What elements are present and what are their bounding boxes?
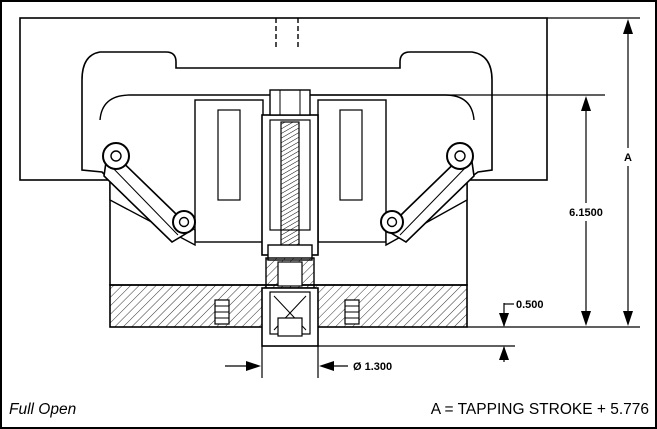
right-toggle-link xyxy=(384,146,475,244)
dimension-diameter xyxy=(225,346,348,378)
dimension-height-label: 6.1500 xyxy=(569,207,603,219)
state-caption: Full Open xyxy=(9,401,76,418)
dimension-a-label: A xyxy=(624,152,632,164)
right-upper-pivot xyxy=(446,142,474,170)
left-base-screw xyxy=(214,299,230,325)
dimension-diameter-label: Ø 1.300 xyxy=(353,361,392,373)
dimension-offset-label: 0.500 xyxy=(516,299,544,311)
right-lower-pivot xyxy=(380,210,404,234)
dimension-offset xyxy=(318,303,515,362)
dimension-a-label-bg xyxy=(616,148,640,166)
threaded-spindle xyxy=(280,121,300,248)
left-lower-pivot xyxy=(172,210,196,234)
formula-caption: A = TAPPING STROKE + 5.776 xyxy=(431,401,649,418)
left-toggle-link xyxy=(103,146,194,244)
spindle-top-cap xyxy=(269,89,311,116)
right-slot xyxy=(339,109,363,201)
tap-holder-core xyxy=(277,261,303,287)
dimension-a xyxy=(467,17,640,328)
dimension-height-label-bg xyxy=(560,203,612,221)
right-base-screw xyxy=(344,299,360,325)
left-upper-pivot xyxy=(102,142,130,170)
tap-tip xyxy=(277,317,303,337)
left-slot xyxy=(217,109,241,201)
